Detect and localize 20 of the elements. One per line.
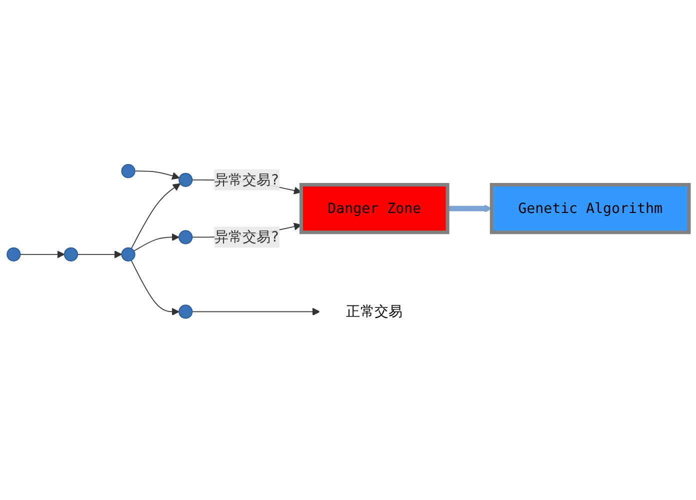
edge-label: 异常交易? — [214, 228, 280, 246]
node-text: 正常交易 — [346, 302, 403, 320]
node-circle — [178, 230, 193, 244]
arrow — [192, 308, 320, 316]
node-circle — [64, 247, 78, 262]
node-circle — [121, 247, 136, 262]
node-circle — [6, 247, 21, 262]
arrow — [130, 183, 181, 249]
arrow — [134, 170, 180, 180]
node-circle — [178, 304, 193, 319]
arrow — [77, 250, 122, 258]
node-box: Genetic Algorithm — [490, 183, 691, 234]
arrow — [134, 233, 180, 252]
node-circle — [121, 164, 136, 178]
node-box: Danger Zone — [299, 183, 450, 234]
edge-label: 异常交易? — [214, 171, 280, 188]
arrow — [448, 204, 492, 212]
arrow — [20, 250, 65, 258]
node-circle — [178, 172, 193, 187]
arrow — [130, 260, 180, 316]
